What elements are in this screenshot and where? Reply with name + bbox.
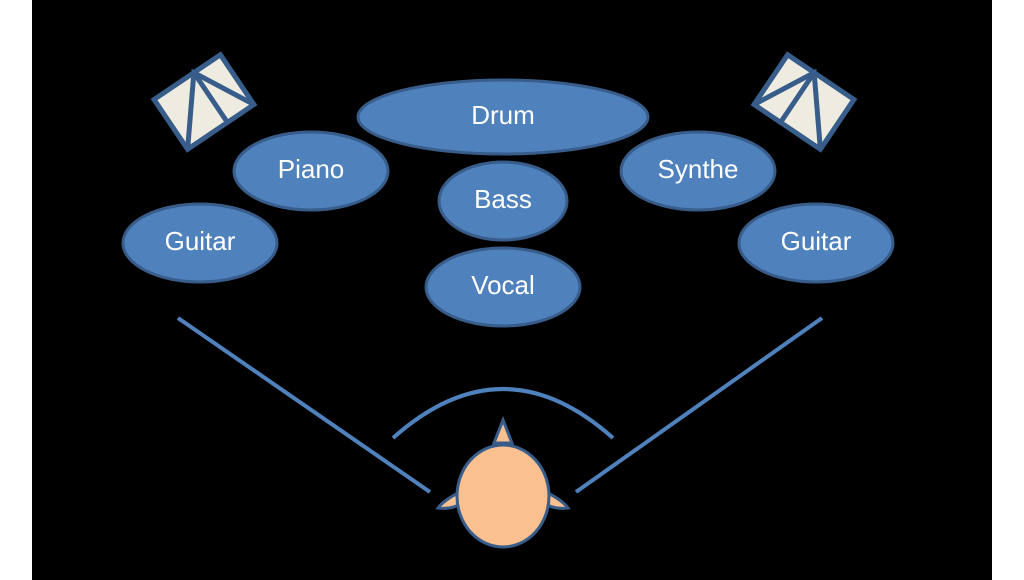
- instrument-drum: Drum: [356, 78, 650, 156]
- speaker-left-icon: [150, 51, 258, 153]
- instrument-piano-label: Piano: [278, 154, 345, 184]
- instrument-guitar-right: Guitar: [737, 202, 895, 284]
- instrument-guitar-left: Guitar: [121, 202, 279, 284]
- listener-head-icon: [435, 415, 571, 549]
- speaker-right-icon: [750, 51, 858, 153]
- instrument-synthe: Synthe: [619, 130, 777, 212]
- instrument-drum-label: Drum: [471, 100, 535, 130]
- instrument-bass: Bass: [437, 160, 569, 242]
- instrument-guitar-right-label: Guitar: [781, 226, 852, 256]
- instrument-guitar-left-label: Guitar: [165, 226, 236, 256]
- left-listening-line: [176, 316, 432, 494]
- instrument-bass-label: Bass: [474, 184, 532, 214]
- instrument-synthe-label: Synthe: [658, 154, 739, 184]
- instrument-vocal-label: Vocal: [471, 270, 535, 300]
- right-listening-line: [574, 316, 824, 494]
- instrument-piano: Piano: [232, 130, 390, 212]
- instrument-vocal: Vocal: [424, 246, 582, 328]
- sound-field-arc: [391, 387, 615, 440]
